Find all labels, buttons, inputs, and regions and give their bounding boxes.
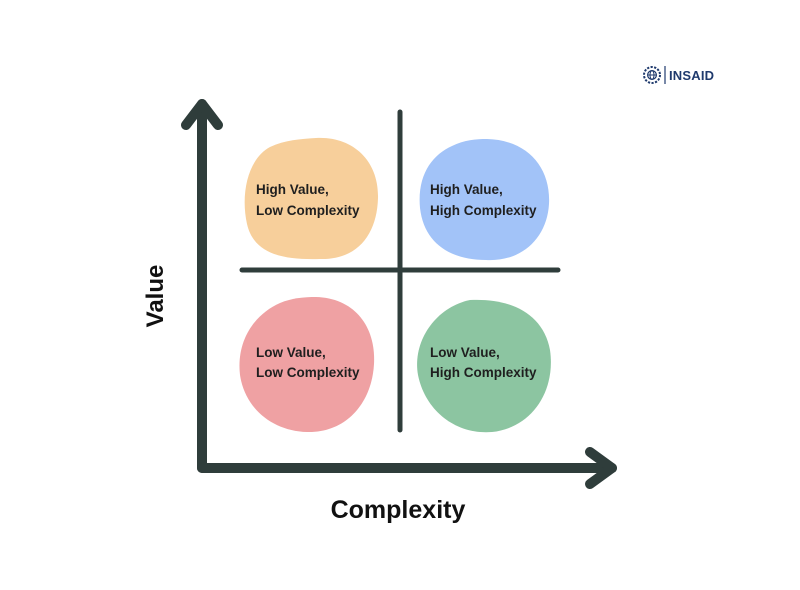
top-right-line2: High Complexity [430, 203, 537, 218]
brand-logo: INSAID [643, 66, 714, 84]
top-left-line2: Low Complexity [256, 203, 360, 218]
bottom-right-line2: High Complexity [430, 365, 537, 380]
gear-globe-logo-icon [643, 66, 661, 84]
bottom-right-line1: Low Value, [430, 345, 500, 360]
x-axis-arrowhead [585, 447, 617, 489]
bottom-right-label: Low Value, High Complexity [430, 345, 537, 380]
bottom-left-label: Low Value, Low Complexity [256, 345, 360, 380]
top-right-line1: High Value, [430, 182, 503, 197]
x-axis [197, 447, 617, 489]
bottom-left-line2: Low Complexity [256, 365, 360, 380]
blob-top-left [244, 137, 379, 260]
top-right-label: High Value, High Complexity [430, 182, 537, 218]
y-axis-label: Value [142, 265, 169, 328]
y-axis [181, 99, 223, 473]
top-left-label: High Value, Low Complexity [256, 182, 360, 218]
blob-bottom-right [417, 299, 551, 433]
top-left-line1: High Value, [256, 182, 329, 197]
blob-bottom-left [239, 297, 375, 433]
blob-top-right [419, 139, 550, 261]
x-axis-label: Complexity [331, 496, 466, 524]
y-axis-arrowhead [181, 99, 223, 130]
bottom-left-line1: Low Value, [256, 345, 326, 360]
brand-name: INSAID [669, 68, 714, 83]
